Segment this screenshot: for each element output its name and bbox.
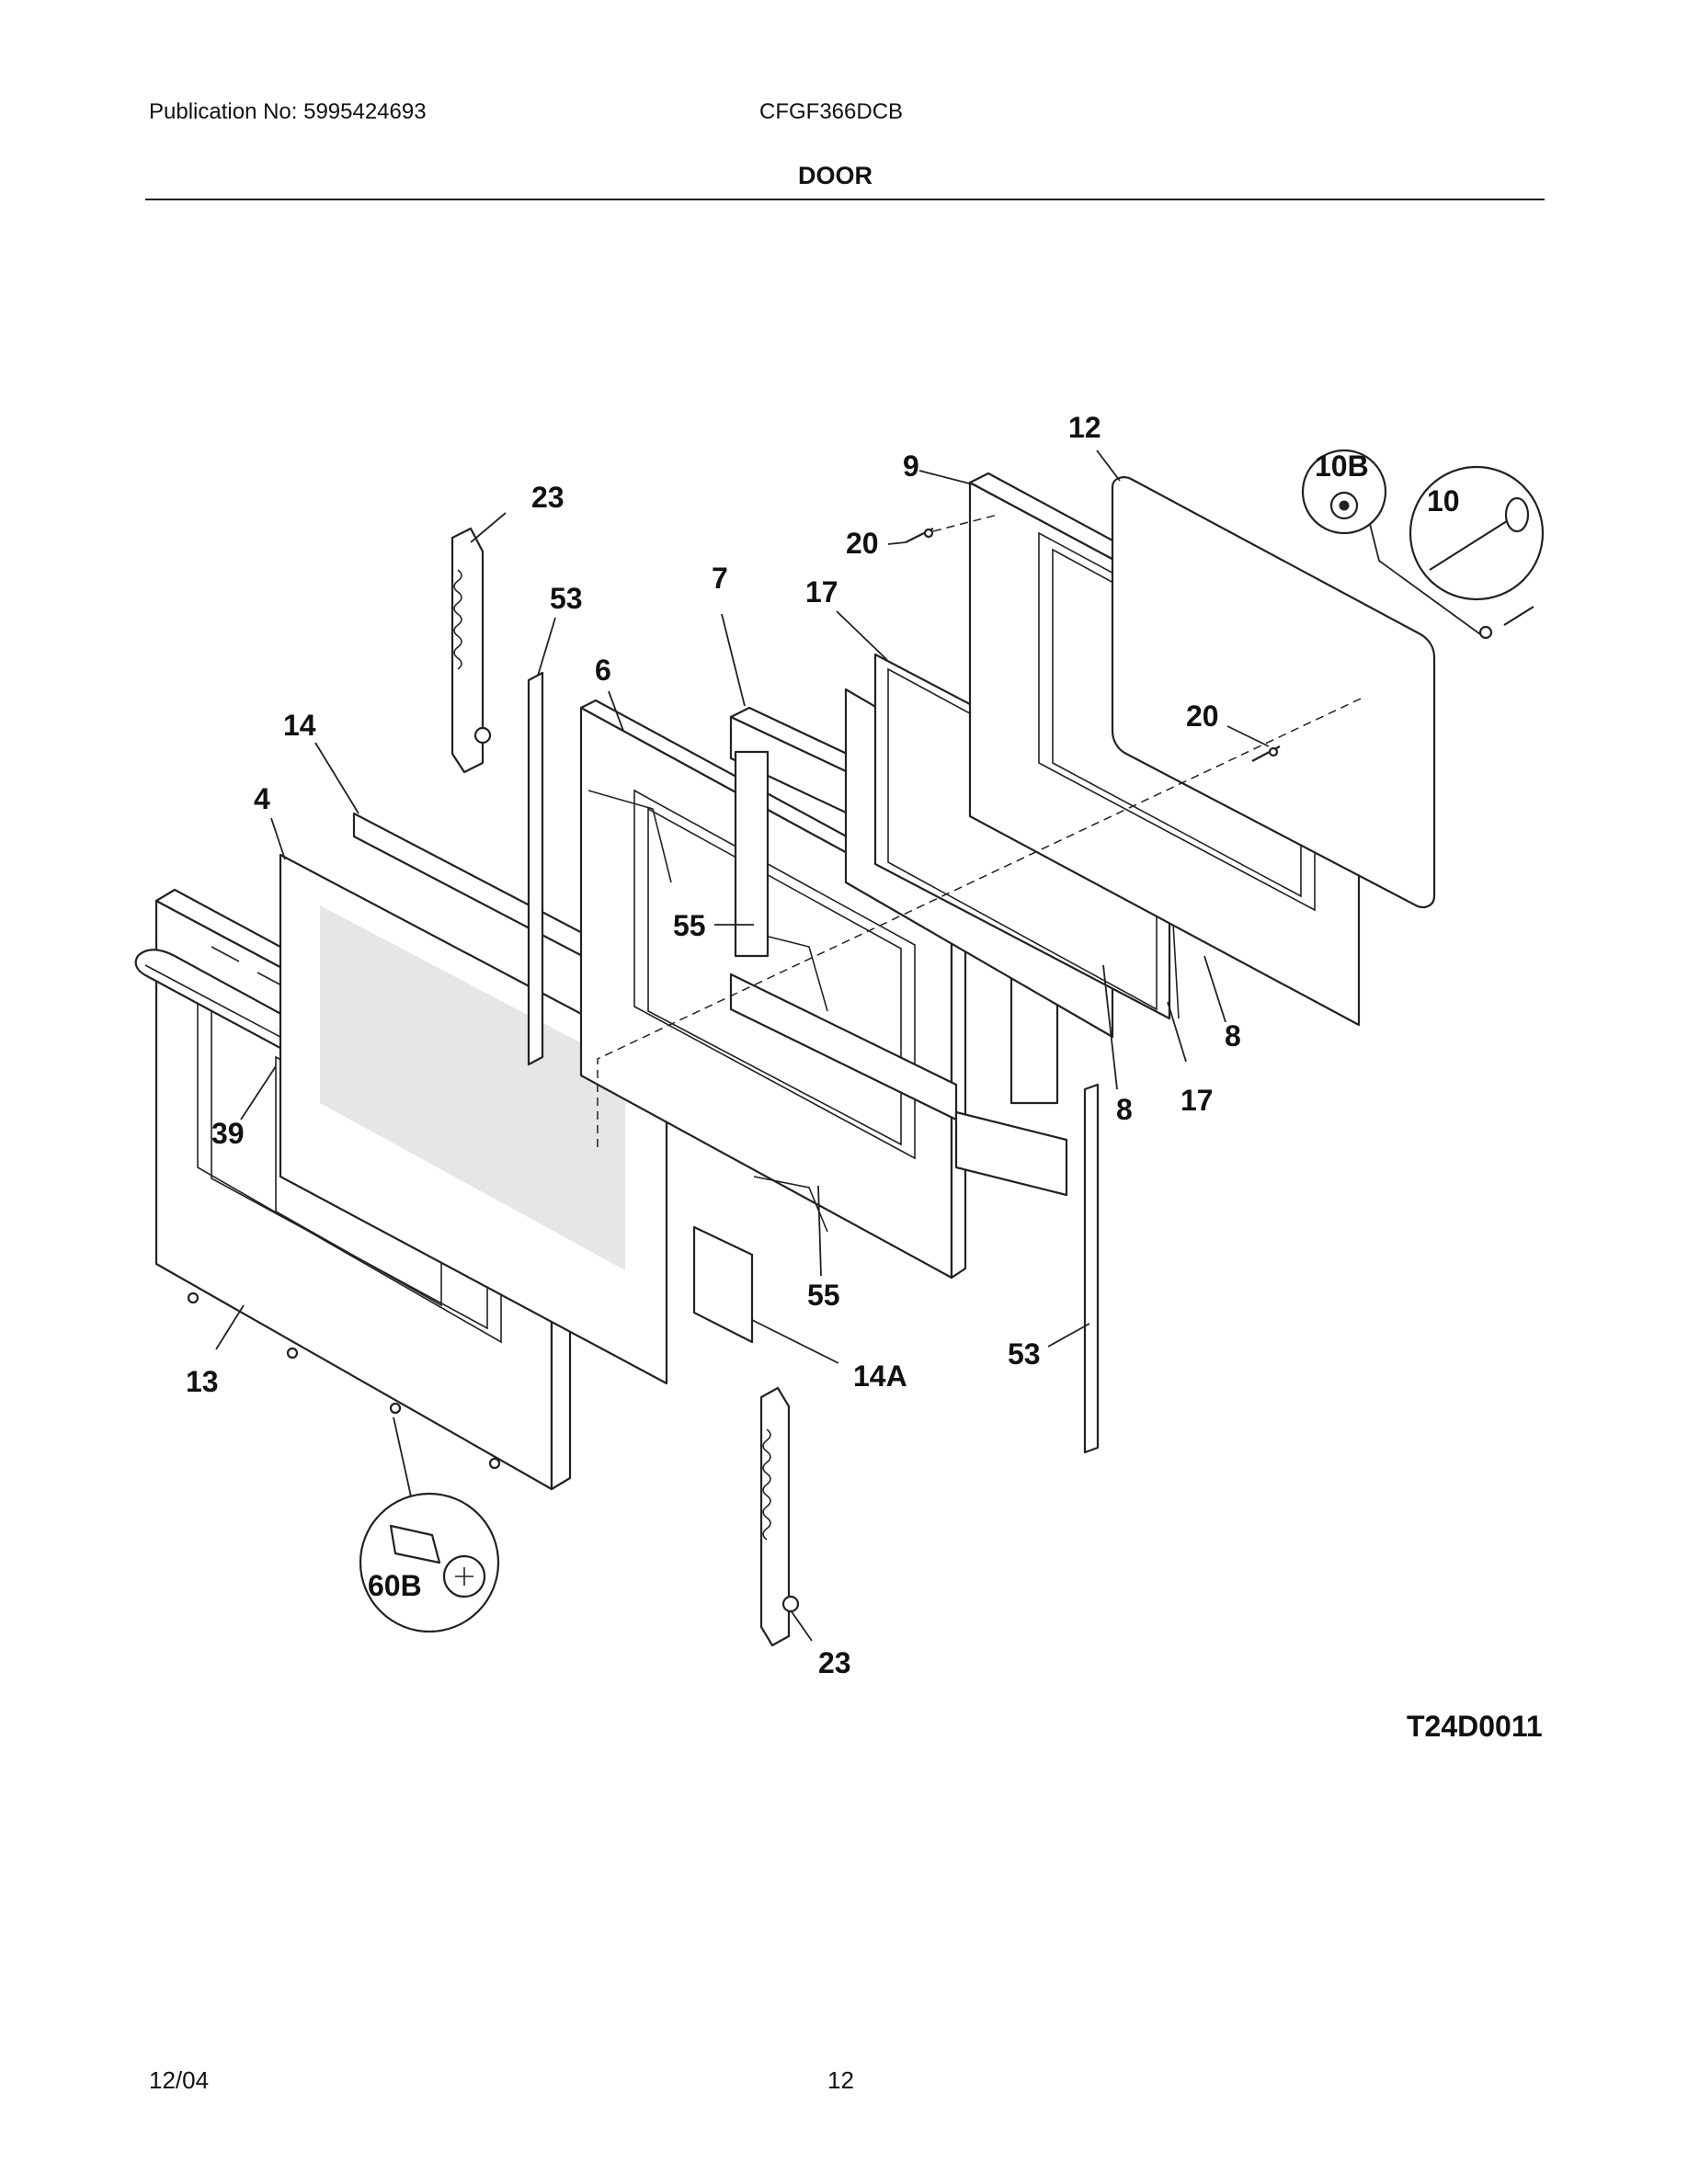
callout-55-top: 55 — [673, 909, 706, 942]
callout-17-top: 17 — [805, 575, 838, 609]
hinge-bottom — [759, 1386, 800, 1647]
hinge-top — [451, 527, 492, 774]
washer — [1478, 625, 1493, 640]
callout-9: 9 — [903, 449, 919, 483]
side-trim-bottom — [1083, 1083, 1100, 1454]
door-gasket — [1111, 476, 1436, 909]
washer-detail — [1301, 449, 1387, 535]
callout-8-right: 8 — [1225, 1019, 1241, 1052]
callout-7: 7 — [712, 562, 728, 595]
callout-39: 39 — [211, 1117, 245, 1150]
rating-label — [692, 1225, 754, 1344]
callout-60B: 60B — [368, 1569, 422, 1602]
header-rule — [145, 199, 1545, 200]
footer-page-number: 12 — [827, 2066, 854, 2094]
callout-14A: 14A — [853, 1359, 907, 1393]
callout-13: 13 — [186, 1365, 219, 1398]
callout-53-top: 53 — [550, 582, 583, 615]
callout-6: 6 — [595, 654, 611, 687]
callout-53-bottom: 53 — [1008, 1337, 1041, 1371]
footer-date: 12/04 — [149, 2066, 210, 2094]
callout-12: 12 — [1068, 411, 1101, 444]
section-title: DOOR — [798, 162, 873, 189]
callout-10: 10 — [1427, 484, 1460, 518]
callout-20-top: 20 — [846, 527, 879, 560]
callout-8-mid: 8 — [1116, 1093, 1133, 1126]
clip-right — [1251, 745, 1281, 762]
callout-23-bottom: 23 — [818, 1646, 851, 1679]
callout-10B: 10B — [1315, 449, 1369, 483]
callout-14: 14 — [283, 709, 316, 742]
publication-number: Publication No: 5995424693 — [149, 99, 427, 124]
callout-4: 4 — [254, 782, 270, 815]
bolt — [1503, 606, 1534, 626]
bolt-detail — [1409, 465, 1545, 601]
callout-55-bottom: 55 — [807, 1279, 840, 1312]
callout-20-right: 20 — [1186, 700, 1219, 733]
screw-detail — [359, 1492, 500, 1633]
callout-23-top: 23 — [531, 481, 565, 514]
callout-17-bottom: 17 — [1180, 1084, 1214, 1117]
model-number: CFGF366DCB — [759, 99, 904, 124]
side-trim-top — [527, 671, 544, 1066]
clip-top — [905, 528, 934, 543]
diagram-code: T24D0011 — [1407, 1710, 1543, 1743]
